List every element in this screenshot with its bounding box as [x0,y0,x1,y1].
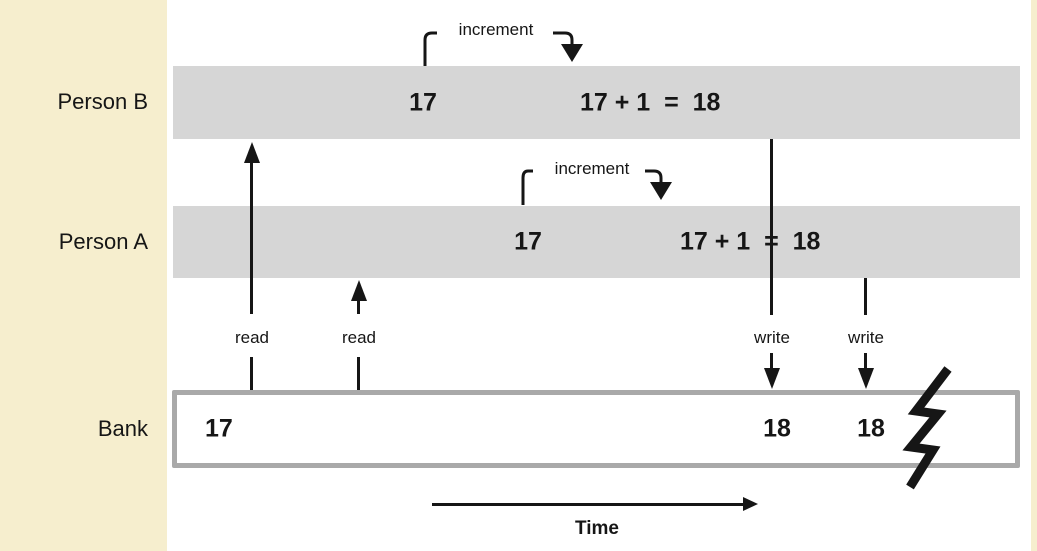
write-b-label: write [754,328,790,347]
bank-initial-value: 17 [205,414,233,443]
increment-label-b: increment [458,20,534,39]
increment-bracket-b [423,31,583,66]
write-b-arrow-line [770,139,773,315]
person-b-timeline-band: 17 17 + 1 = 18 [173,66,1020,139]
read-a-arrow-line [357,296,360,314]
read-b-label: read [234,328,270,347]
read-a-arrowhead-icon [351,280,367,301]
write-a-arrow-line-lower [864,353,867,369]
person-b-read-value: 17 [409,88,437,116]
write-a-arrowhead-icon [858,368,874,389]
bank-written-value-a: 18 [857,414,885,443]
person-b-increment-expression: 17 + 1 = 18 [580,88,721,116]
increment-label-a: increment [554,159,630,178]
increment-b-arrowhead-icon [561,44,583,62]
person-a-increment-expression: 17 + 1 = 18 [680,227,821,256]
time-axis-line [432,503,744,506]
person-b-label: Person B [57,89,149,114]
write-b-arrowhead-icon [764,368,780,389]
write-a-label: write [848,328,884,347]
read-b-arrow-line-lower [250,357,253,390]
person-a-read-value: 17 [514,227,542,256]
time-axis-label: Time [574,518,619,539]
read-b-arrowhead-icon [244,142,260,163]
read-b-arrow-line [250,158,253,314]
read-a-label: read [341,328,377,347]
time-axis-arrowhead-icon [743,497,758,511]
write-a-arrow-line [864,278,867,315]
increment-bracket-a [521,169,672,205]
bank-written-value-b: 18 [763,414,791,443]
person-a-label: Person A [58,229,148,254]
read-a-arrow-line-lower [357,357,360,390]
bank-label: Bank [97,416,148,441]
bank-value-box: 17 18 18 [172,390,1020,468]
page-margin-left [0,0,167,551]
page-margin-right [1031,0,1037,551]
person-a-timeline-band: 17 17 + 1 = 18 [173,206,1020,278]
increment-a-arrowhead-icon [650,182,672,200]
lightning-bolt-icon [902,366,952,490]
write-b-arrow-line-lower [770,353,773,369]
